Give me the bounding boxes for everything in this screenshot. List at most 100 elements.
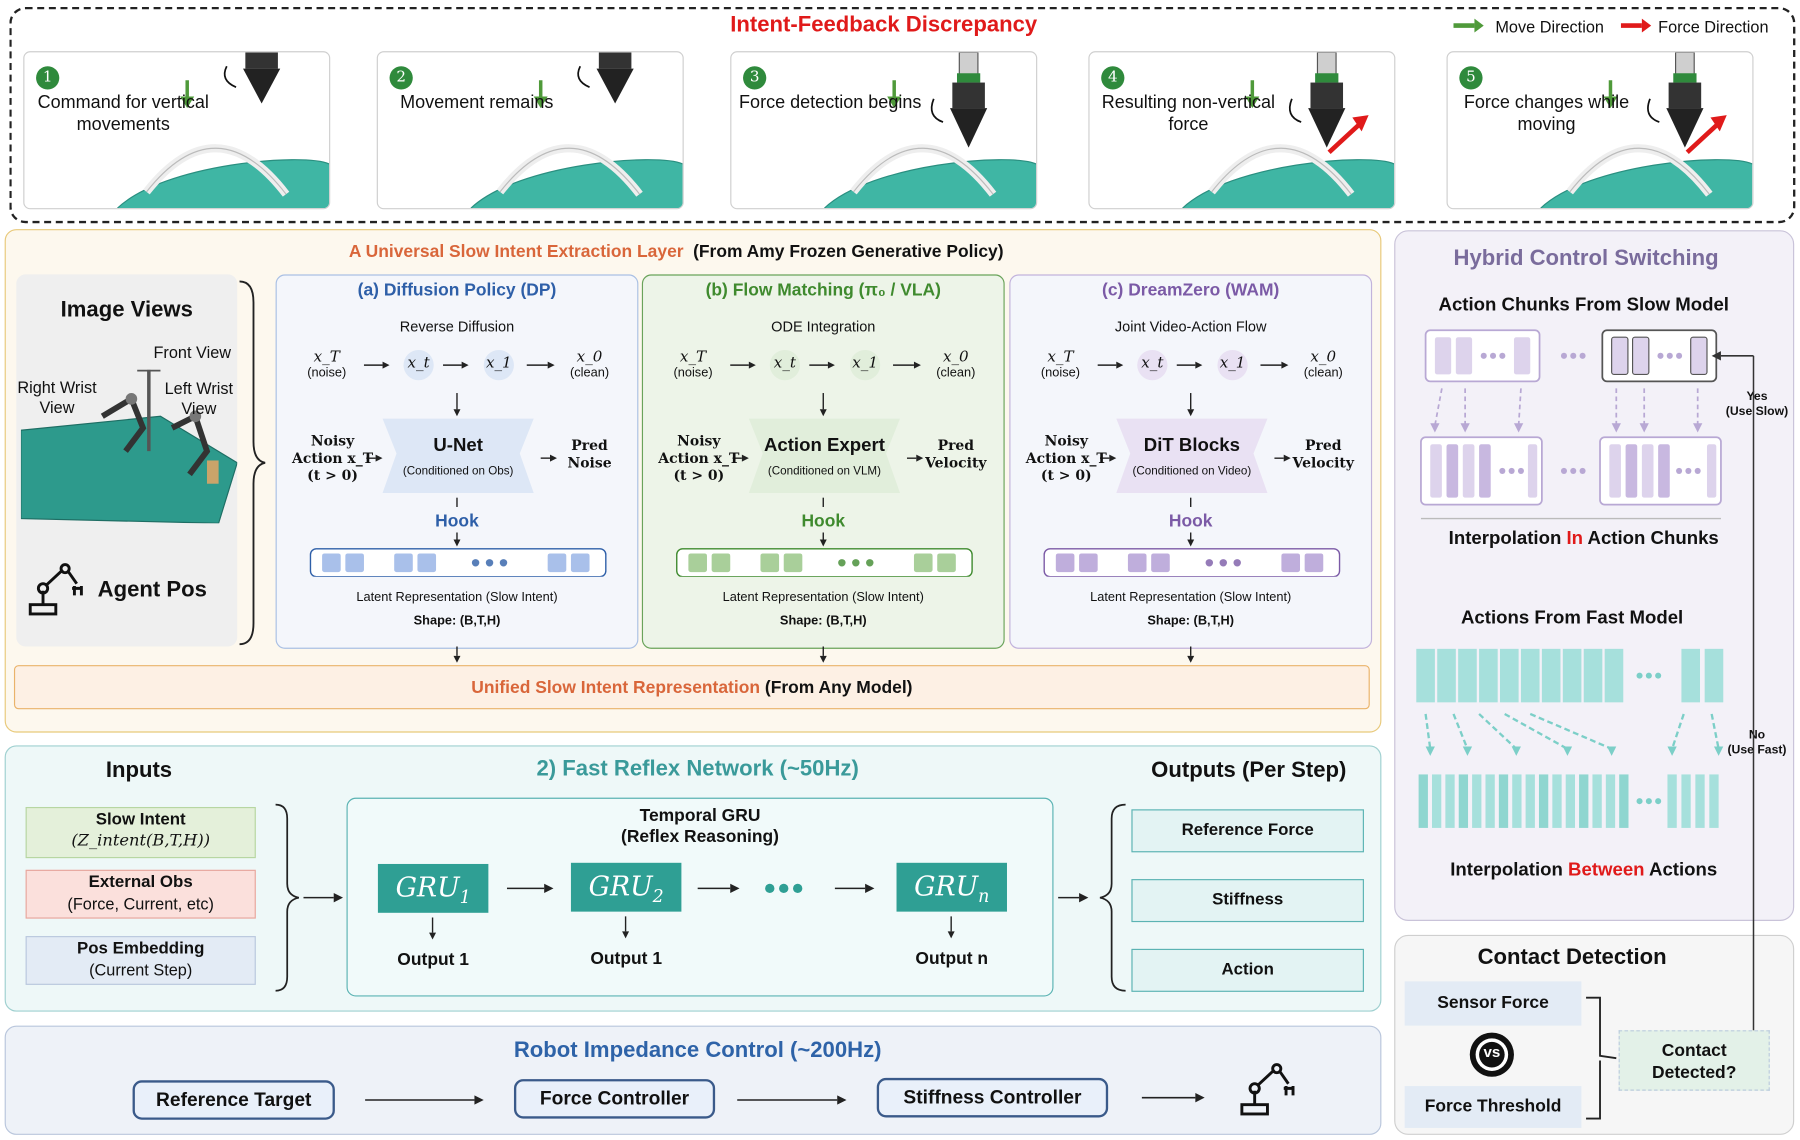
front-view-label: Front View — [153, 343, 232, 362]
policy-block-condition: (Conditioned on Obs) — [402, 465, 514, 478]
stiffness-controller-block: Stiffness Controller — [876, 1077, 1109, 1118]
interp-in-text-3: Action Chunks — [1583, 529, 1719, 549]
interp-between-label: Interpolation Between Actions — [1394, 860, 1773, 881]
x-t-node: x_t — [407, 354, 430, 373]
unified-intent-box — [13, 665, 1370, 710]
outputs-title: Outputs (Per Step) — [1151, 758, 1347, 783]
gru-name: GRU — [395, 873, 460, 904]
slow-layer-title-rest: (From Amy Frozen Generative Policy) — [693, 241, 1004, 262]
slow-chunks-title: Action Chunks From Slow Model — [1438, 295, 1729, 316]
gru-output-label: Output 1 — [397, 950, 469, 970]
policy-prediction: Pred Velocity — [925, 437, 987, 471]
policy-title: (b) Flow Matching (π₀ / VLA) — [705, 280, 941, 301]
noise-label: (noise) — [673, 366, 713, 381]
yes-label: Yes — [1746, 389, 1768, 404]
interp-in-label: Interpolation In Action Chunks — [1394, 529, 1773, 550]
image-views-title: Image Views — [60, 297, 193, 323]
policy-block-name: DiT Blocks — [1143, 436, 1240, 456]
x-t-node: x_t — [773, 354, 796, 373]
input-box — [25, 869, 256, 919]
output-box: Reference Force — [1131, 809, 1364, 853]
robot-arm-icon — [26, 563, 86, 622]
noisy-action-label: Noisy Action x_T — [292, 432, 374, 467]
image-views-brace — [237, 279, 267, 652]
latent-token-bar — [1055, 553, 1324, 573]
step-label: Command for vertical movements — [37, 93, 209, 135]
clean-label: (clean) — [569, 366, 610, 381]
policy-title: (a) Diffusion Policy (DP) — [357, 280, 557, 301]
reference-target-block: Reference Target — [132, 1080, 335, 1120]
policy-block-condition: (Conditioned on Video) — [1132, 465, 1252, 478]
down-arrow — [947, 916, 955, 939]
gru-arrows — [488, 877, 895, 906]
policy-flow-diagram — [676, 350, 973, 577]
hybrid-title: Hybrid Control Switching — [1453, 246, 1719, 271]
impedance-title: Robot Impedance Control (~200Hz) — [513, 1038, 882, 1063]
unified-intent-colored: Unified Slow Intent Representation — [471, 677, 761, 698]
policy-flow-diagram — [309, 350, 607, 577]
input-label: Pos Embedding — [76, 939, 205, 959]
force-controller-block: Force Controller — [513, 1079, 716, 1119]
move-direction-legend-icon — [1451, 16, 1486, 40]
clean-label: (clean) — [936, 366, 976, 381]
input-box — [25, 936, 256, 985]
noisy-action-label: Noisy Action x_T — [1025, 432, 1107, 467]
robot-arm-output-icon — [1237, 1063, 1297, 1122]
unified-intent-rest: (From Any Model) — [764, 677, 913, 698]
noise-label: (noise) — [1040, 366, 1081, 381]
x-0-label: x_0 — [942, 348, 969, 367]
latent-label: Latent Representation (Slow Intent) — [1090, 590, 1292, 605]
impedance-arrows — [360, 1086, 1220, 1120]
step-label: Force changes while moving — [1463, 93, 1630, 135]
fast-actions-title: Actions From Fast Model — [1460, 608, 1684, 628]
policy-block-condition: (Conditioned on VLM) — [767, 465, 881, 478]
down-arrow — [1187, 646, 1195, 663]
gru-subscript: 2 — [652, 885, 664, 907]
shape-label: Shape: (B,T,H) — [413, 613, 501, 628]
x-0-label: x_0 — [576, 348, 603, 367]
interp-between-text-3: Actions — [1644, 860, 1718, 881]
interp-between-text-2: Between — [1568, 860, 1645, 881]
policy-prediction: Pred Velocity — [1292, 437, 1354, 471]
noisy-action-label: Noisy Action x_T — [658, 432, 740, 467]
outputs-brace — [1053, 802, 1130, 1001]
policy-block-name: Action Expert — [763, 436, 885, 456]
x-1-node: x_1 — [852, 354, 878, 373]
vs-label: vs — [1483, 1043, 1501, 1061]
gru-name: GRU — [914, 872, 979, 903]
left-wrist-label: Left Wrist View — [164, 379, 234, 418]
right-wrist-label: Right Wrist View — [17, 377, 97, 417]
inputs-brace — [273, 802, 345, 1001]
clean-label: (clean) — [1303, 366, 1343, 381]
sensor-force-box: Sensor Force — [1404, 981, 1582, 1026]
x-0-label: x_0 — [1310, 348, 1337, 367]
robot-gripper-illustration — [117, 52, 330, 209]
policy-flow-diagram — [1043, 350, 1341, 577]
gru-subscript: n — [978, 885, 990, 907]
policy-process: ODE Integration — [771, 318, 876, 335]
policy-prediction: Pred Noise — [567, 437, 612, 471]
noise-label: (noise) — [307, 366, 347, 381]
contact-detected-box: Contact Detected? — [1618, 1030, 1770, 1091]
robot-gripper-illustration — [1182, 52, 1395, 209]
latent-label: Latent Representation (Slow Intent) — [722, 590, 924, 605]
robot-gripper-illustration — [470, 52, 683, 209]
hook-label: Hook — [801, 511, 846, 532]
x-T-label: x_T — [313, 348, 340, 367]
shape-label: Shape: (B,T,H) — [1147, 613, 1235, 628]
latent-token-bar — [688, 553, 956, 573]
hook-label: Hook — [1168, 511, 1213, 532]
force-direction-legend-icon — [1619, 16, 1654, 40]
robot-gripper-illustration — [824, 52, 1037, 209]
x-t-node: x_t — [1141, 354, 1164, 373]
t-condition-label: (t > 0) — [1040, 467, 1092, 484]
gru-name: GRU — [588, 872, 653, 903]
policy-block-name: U-Net — [433, 436, 483, 456]
fast-title: 2) Fast Reflex Network (~50Hz) — [536, 756, 859, 782]
contact-brace — [1584, 995, 1619, 1129]
down-arrow — [429, 917, 437, 940]
